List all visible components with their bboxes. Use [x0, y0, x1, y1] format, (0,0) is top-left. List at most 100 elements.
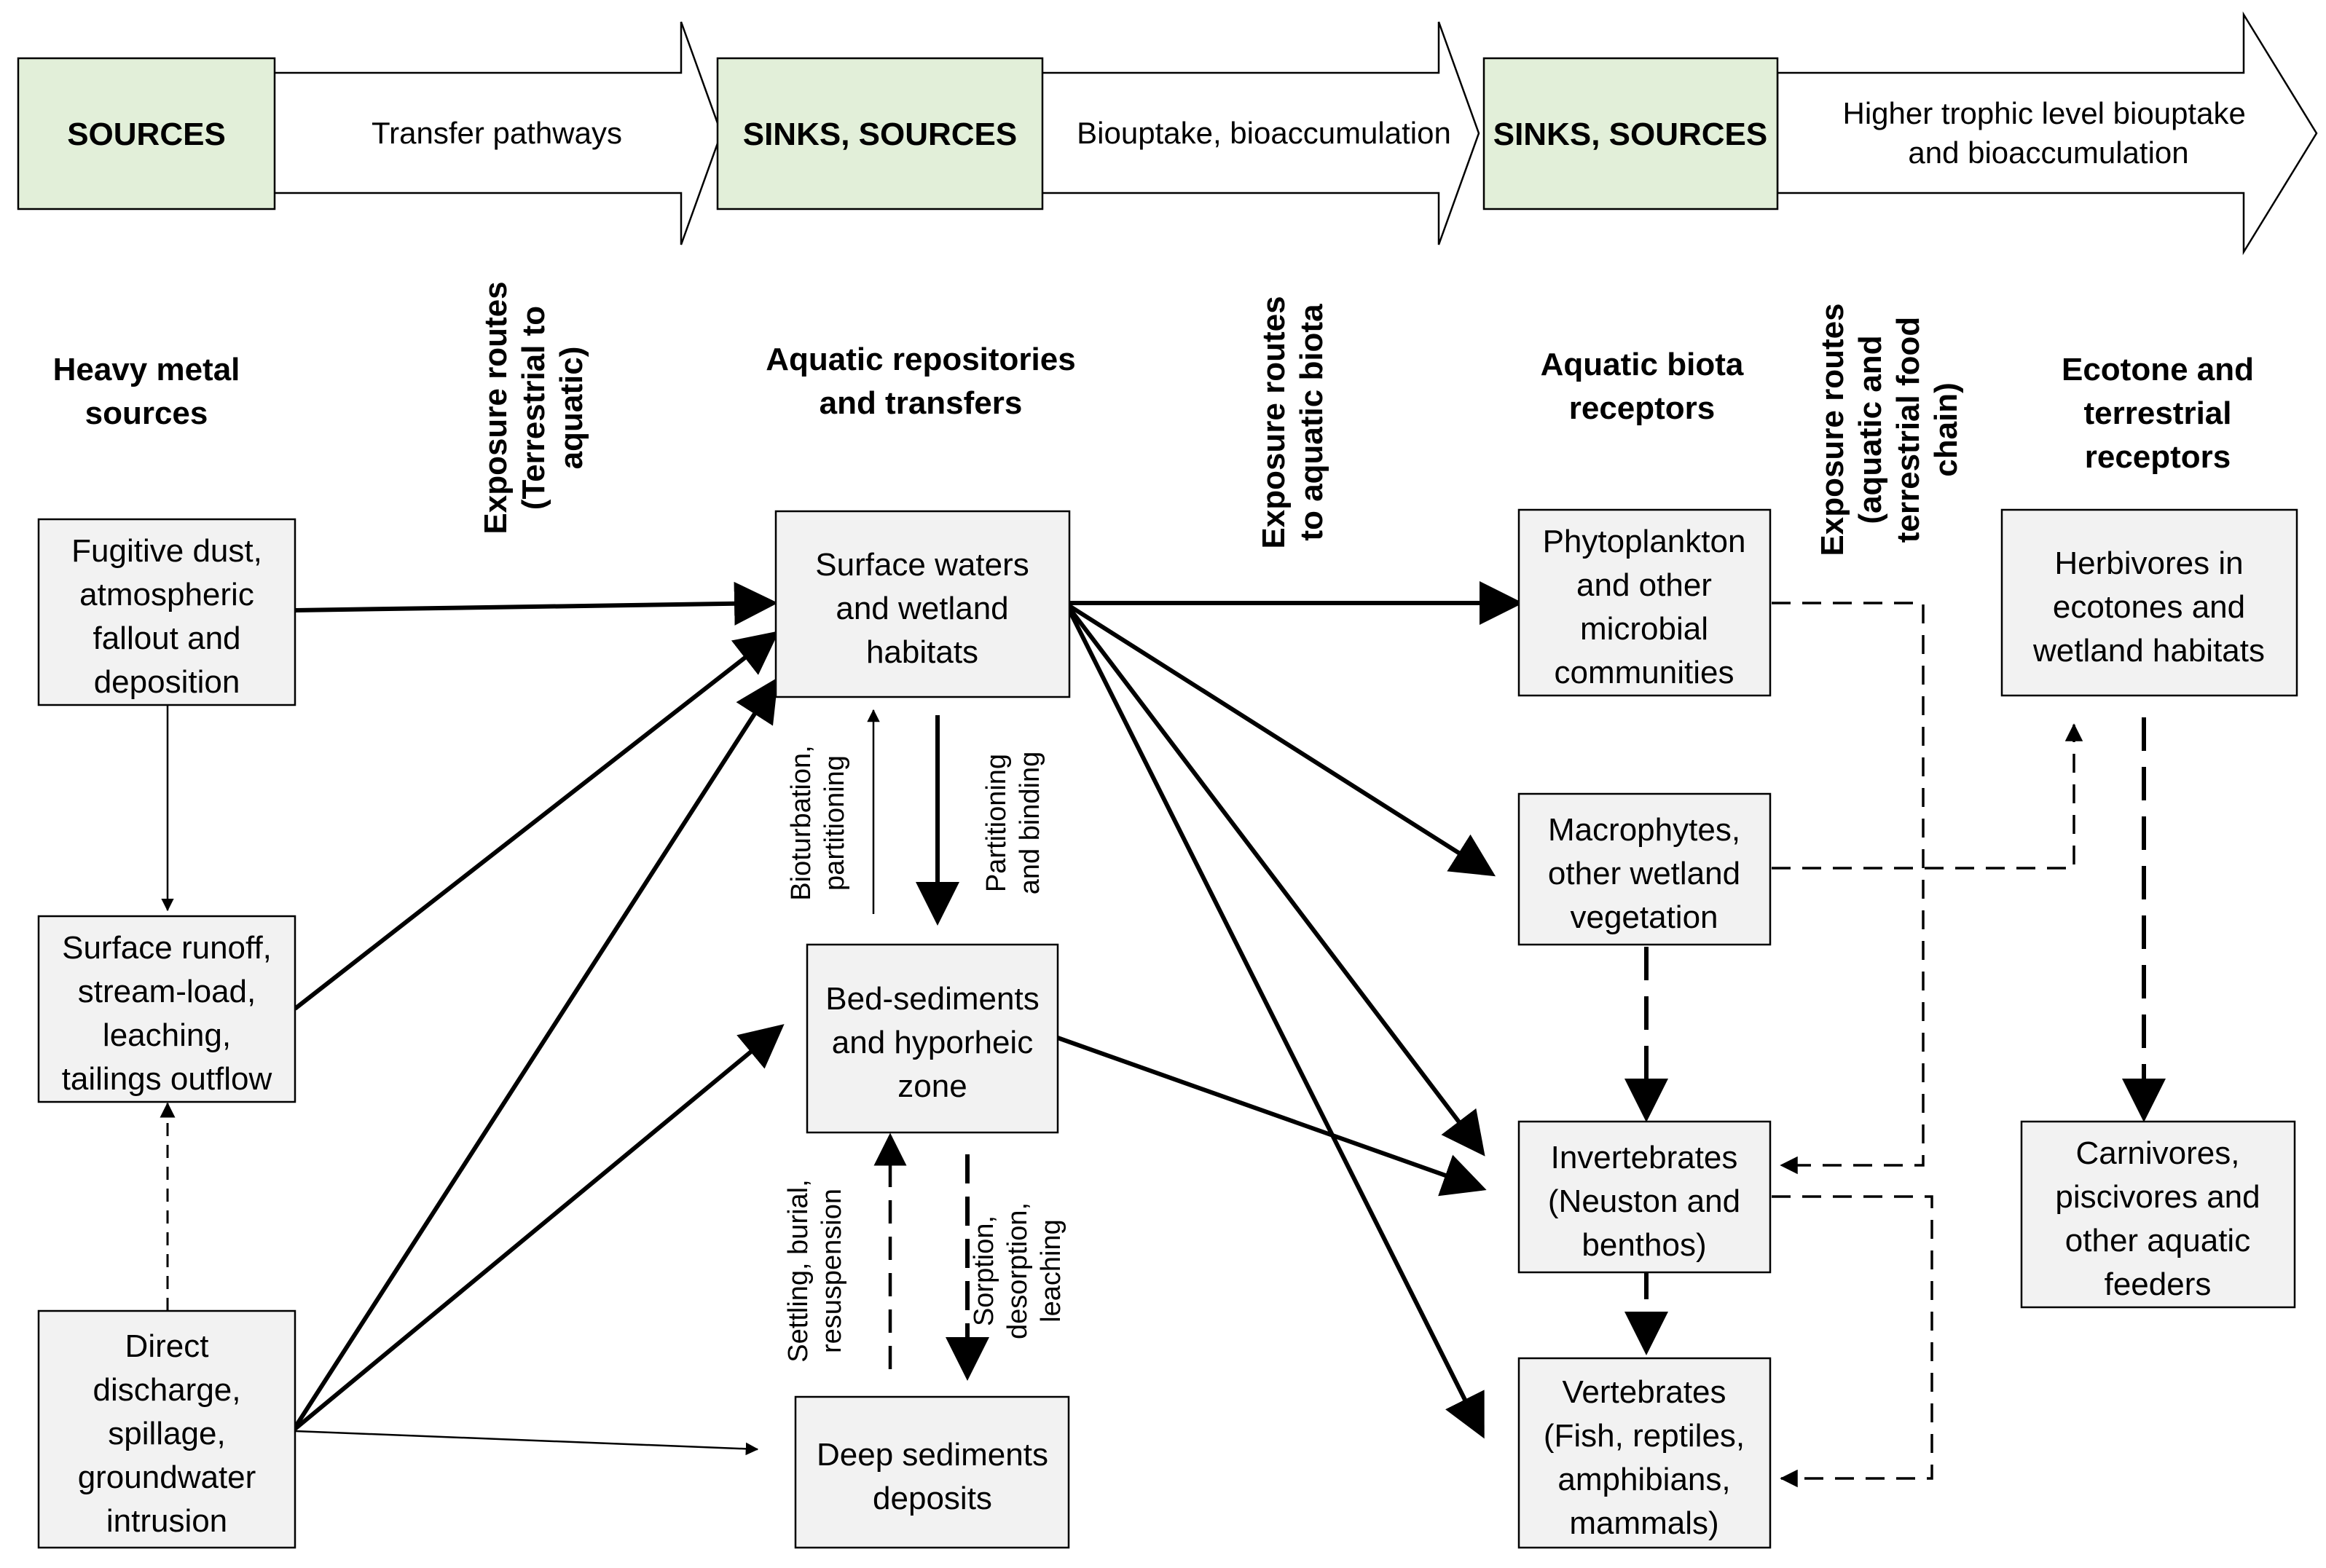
biouptake-label: Biouptake, bioaccumulation	[1077, 116, 1451, 150]
banner: SOURCES Transfer pathways SINKS, SOURCES…	[17, 11, 2318, 256]
text-line: and transfers	[820, 385, 1023, 421]
text-line: wetland habitats	[2032, 633, 2265, 669]
text-line: (Neuston and	[1548, 1183, 1740, 1219]
higher-trophic-label: Higher trophic level biouptake and bioac…	[1843, 96, 2255, 170]
text-line: and other	[1576, 567, 1712, 603]
text-line: and wetland	[836, 591, 1008, 626]
text-line: partitioning	[820, 755, 850, 891]
text-line: to aquatic biota	[1294, 304, 1329, 541]
node-phytoplankton-text: Phytoplankton and other microbial communiti…	[1543, 524, 1746, 690]
heading-repositories: Aquatic repositories and transfers	[766, 342, 1075, 421]
arrow-surface-to-invertebrates	[1067, 607, 1485, 1157]
text-line: resuspension	[817, 1189, 847, 1353]
text-line: vegetation	[1570, 899, 1718, 935]
text-line: Fugitive dust,	[71, 533, 262, 569]
node-bed-sediments: Bed-sediments and hyporheic zone	[806, 943, 1059, 1134]
text-line: desorption,	[1002, 1202, 1033, 1339]
node-phytoplankton: Phytoplankton and other microbial communiti…	[1517, 508, 1772, 697]
arrow-runoff-to-surface-waters	[294, 631, 779, 1011]
text-line: leaching	[1036, 1219, 1066, 1323]
text-line: stream-load,	[78, 974, 256, 1009]
text-line: receptors	[2085, 439, 2231, 475]
text-line: Surface runoff,	[62, 930, 272, 966]
heading-exposure-routes-1: Exposure routes(Terrestrial toaquatic)	[478, 281, 589, 534]
connectors	[160, 581, 2166, 1488]
text-line: microbial	[1580, 611, 1708, 647]
label-settling: Settling, burial,resuspension	[783, 1179, 847, 1362]
text-line: Vertebrates	[1562, 1374, 1726, 1410]
stage-sinks-sources-label-2: SINKS, SOURCES	[1493, 117, 1768, 152]
text-line: receptors	[1569, 390, 1716, 426]
text-line: communities	[1555, 655, 1734, 690]
text-line: Bioturbation,	[786, 745, 817, 900]
text-line: and hyporheic	[832, 1025, 1033, 1060]
text-line: terrestrial food	[1890, 317, 1926, 543]
heading-aquatic-receptors: Aquatic biota receptors	[1541, 347, 1744, 426]
text-line: Aquatic biota	[1541, 347, 1744, 382]
banner-arrow-higher-trophic	[1776, 11, 2318, 256]
node-bed-sediments-text: Bed-sediments and hyporheic zone	[825, 981, 1039, 1104]
text-line: (Terrestrial to	[516, 306, 551, 510]
arrow-discharge-to-surface-waters	[293, 677, 779, 1429]
banner-arrow-biouptake	[1033, 21, 1480, 245]
text-line: mammals)	[1569, 1505, 1718, 1541]
text-line: other aquatic	[2065, 1223, 2250, 1258]
text-line: Herbivores in	[2054, 545, 2243, 581]
text-line: feeders	[2105, 1266, 2212, 1302]
text-line: aquatic)	[554, 347, 589, 470]
heading-exposure-routes-2: Exposure routesto aquatic biota	[1256, 296, 1329, 548]
text-line: amphibians,	[1557, 1462, 1730, 1497]
text-line: Direct	[125, 1328, 209, 1364]
label-bioturbation: Bioturbation,partitioning	[786, 745, 850, 900]
arrow-surface-to-vertebrates	[1067, 609, 1485, 1439]
text-line: zone	[897, 1068, 967, 1104]
text-line: Ecotone and	[2062, 352, 2254, 387]
text-line: discharge,	[93, 1372, 240, 1408]
stage-sinks-sources-box-2	[1482, 57, 1779, 210]
text-line: Bed-sediments	[825, 981, 1039, 1017]
text-line: habitats	[866, 634, 978, 670]
dashed-phytoplankton-to-invertebrates	[1772, 602, 1925, 1175]
text-line: Phytoplankton	[1543, 524, 1746, 559]
transfer-pathways-label: Transfer pathways	[372, 116, 622, 150]
text-line: chain)	[1928, 382, 1964, 477]
arrow-bed-to-invertebrates	[1056, 1036, 1487, 1197]
text-line: Aquatic repositories	[766, 342, 1075, 377]
dashed-macrophytes-to-herbivores	[1772, 723, 2083, 870]
arrow-surface-to-macrophytes	[1068, 604, 1496, 877]
text-line: Surface waters	[815, 547, 1029, 583]
label-sorption: Sorption,desorption,leaching	[969, 1202, 1066, 1339]
text-line: Exposure routes	[1256, 296, 1292, 548]
text-line: intrusion	[106, 1503, 227, 1539]
text-line: deposits	[873, 1481, 992, 1516]
heading-exposure-routes-3: Exposure routes(aquatic andterrestrial f…	[1815, 303, 1964, 556]
text-line: Sorption,	[969, 1216, 999, 1326]
text-line: and binding	[1015, 752, 1045, 895]
banner-arrow-transfer	[268, 21, 723, 245]
node-vertebrates: Vertebrates(Fish, reptiles,amphibians,ma…	[1517, 1357, 1772, 1549]
text-line: sources	[85, 395, 208, 431]
text-line: atmospheric	[79, 577, 254, 612]
text-line: Macrophytes,	[1548, 812, 1740, 848]
dashed-invertebrates-to-vertebrates-side	[1772, 1195, 1933, 1488]
node-surface-runoff: Surface runoff,stream-load,leaching,tail…	[37, 915, 296, 1103]
stage-sinks-sources-box-1	[716, 57, 1044, 210]
stage-sinks-sources-label-1: SINKS, SOURCES	[743, 117, 1018, 152]
text-line: tailings outflow	[62, 1061, 272, 1097]
text-line: Settling, burial,	[783, 1179, 814, 1362]
